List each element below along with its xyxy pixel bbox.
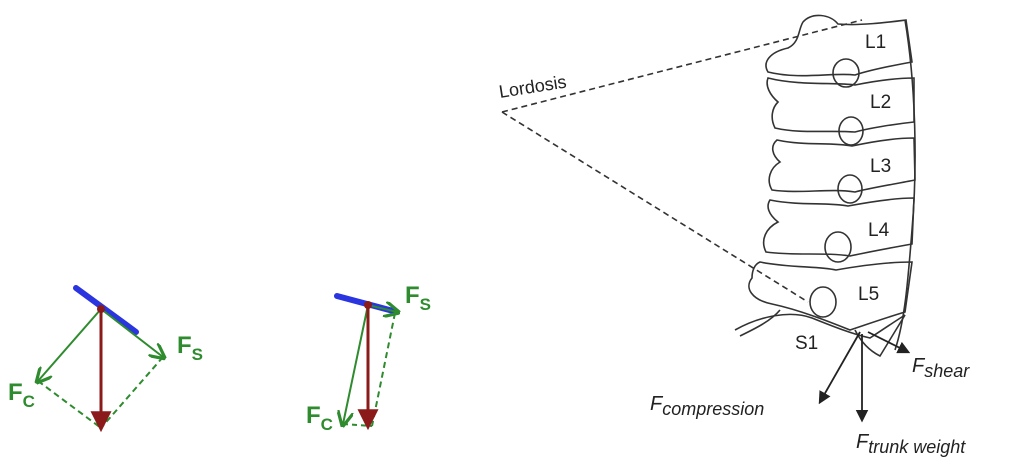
middle-shear-dashed [371,312,396,427]
label-l3: L3 [870,156,891,177]
label-s1: S1 [795,333,818,354]
lordosis-label: Lordosis [497,72,567,102]
left-fs-label: FS [177,332,203,364]
force-compression-arrow [818,331,861,405]
vertebra-l1 [765,14,913,77]
left-surface-line [73,285,139,335]
sacrum-edge [854,314,906,358]
left-fc-vector [38,308,102,381]
left-shear-dashed [100,356,164,429]
lumbar-spine-diagram [501,14,916,423]
shear-force-label: Fshear [912,355,970,381]
middle-fc-label: FC [306,402,333,434]
sacrum-lower [739,309,781,337]
vertebra-s1 [734,313,906,339]
compression-force-label: Fcompression [650,393,764,419]
middle-force-diagram: FS FC [306,282,431,434]
disc-l4 [824,231,852,263]
label-l5: L5 [858,284,879,305]
lordosis-line-lower [501,111,809,303]
label-l1: L1 [865,32,886,53]
left-compression-dashed [37,380,102,429]
middle-fc-vector [343,304,369,424]
vertebra-l5 [748,261,913,331]
vertebra-l4 [762,197,915,257]
left-pivot-joint [97,305,105,313]
middle-fs-label: FS [405,282,431,314]
disc-l3 [837,174,863,204]
disc-l5 [809,286,837,318]
left-fs-vector [100,308,163,357]
middle-fs-vector [367,305,397,312]
left-force-diagram: FS FC [8,285,203,433]
middle-pivot-joint [364,301,372,309]
spine-posterior-outline [894,19,916,351]
disc-l1 [832,58,860,88]
label-l2: L2 [870,92,891,113]
trunk-weight-force-label: Ftrunk weight [856,431,966,457]
vertebra-l2 [766,77,915,133]
left-fc-label: FC [8,379,35,411]
vertebra-l3 [768,137,916,193]
lordosis-line-upper [501,19,863,113]
disc-l2 [838,116,864,146]
force-shear-arrow [867,331,911,354]
label-l4: L4 [868,220,890,241]
